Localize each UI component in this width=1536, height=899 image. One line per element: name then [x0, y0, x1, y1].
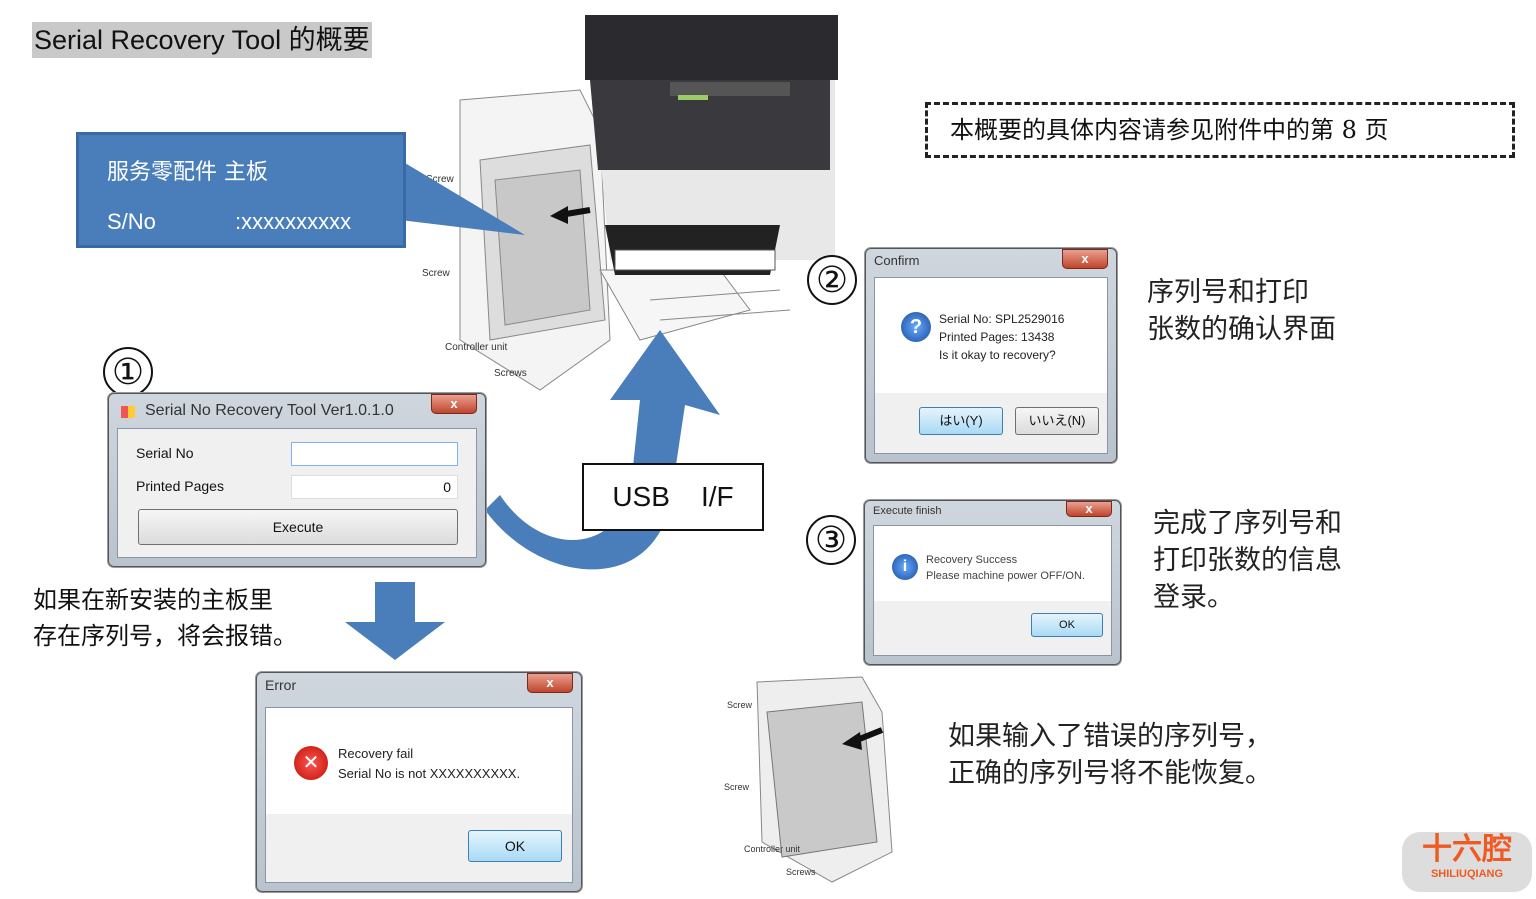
execute-finish-dialog: Execute finish x i Recovery Success Plea… — [864, 500, 1121, 665]
execute-button[interactable]: Execute — [138, 509, 458, 545]
finish-line-1: Recovery Success — [926, 554, 1018, 566]
question-icon: ? — [901, 312, 931, 342]
printed-pages-label: Printed Pages — [136, 478, 224, 494]
logo-text: 十六腔 — [1422, 832, 1512, 867]
desc-line: 完成了序列号和 — [1153, 508, 1342, 539]
close-button[interactable]: x — [1066, 501, 1112, 517]
desc-line: 序列号和打印 — [1147, 277, 1309, 308]
watermark-logo: 十六腔 SHILIUQIANG — [1402, 832, 1532, 892]
window-title: Serial No Recovery Tool Ver1.0.1.0 — [145, 402, 394, 419]
confirm-description: 序列号和打印 张数的确认界面 — [1147, 274, 1336, 348]
screw-label: Screw — [724, 782, 750, 792]
screws-label: Screws — [786, 867, 816, 877]
dialog-title: Execute finish — [873, 505, 942, 517]
no-button[interactable]: いいえ(N) — [1015, 407, 1099, 435]
app-icon — [121, 406, 135, 418]
usb-flow-arrow — [485, 330, 720, 570]
screws-label: Screws — [494, 368, 527, 379]
part-info-callout: 服务零配件 主板 S/No :xxxxxxxxxx — [76, 132, 406, 248]
ok-button[interactable]: OK — [1031, 613, 1103, 637]
finish-line-2: Please machine power OFF/ON. — [926, 570, 1085, 582]
serial-no-input[interactable] — [291, 442, 458, 466]
info-icon: i — [892, 554, 918, 580]
callout-pointer — [400, 160, 525, 235]
printed-pages-input[interactable]: 0 — [291, 475, 458, 499]
callout-part-label: 服务零配件 主板 — [107, 160, 268, 185]
usb-interface-label: USB I/F — [582, 463, 764, 531]
error-description: 如果在新安装的主板里 存在序列号，将会报错。 — [33, 582, 297, 654]
screw-label: Screw — [422, 268, 451, 279]
screw-label: Screw — [727, 700, 753, 710]
ok-button[interactable]: OK — [468, 830, 562, 862]
close-button[interactable]: x — [527, 673, 573, 693]
confirm-pages: Printed Pages: 13438 — [939, 330, 1055, 344]
error-icon: ✕ — [294, 746, 328, 780]
desc-line: 存在序列号，将会报错。 — [33, 622, 297, 650]
controller-unit-label: Controller unit — [445, 342, 507, 353]
error-line-1: Recovery fail — [338, 746, 414, 761]
close-button[interactable]: x — [431, 394, 477, 414]
yes-button[interactable]: はい(Y) — [919, 407, 1003, 435]
serial-no-label: Serial No — [136, 445, 194, 461]
reference-note: 本概要的具体内容请参见附件中的第 8 页 — [925, 102, 1515, 158]
dialog-title: Error — [265, 677, 297, 693]
close-button[interactable]: x — [1062, 249, 1108, 269]
printer-diagram: Screw Screw Controller unit Screws — [422, 15, 838, 391]
dialog-title: Confirm — [874, 253, 920, 268]
controller-unit-label: Controller unit — [744, 844, 801, 854]
finish-description: 完成了序列号和 打印张数的信息 登录。 — [1153, 505, 1342, 616]
desc-line: 登录。 — [1153, 582, 1234, 613]
confirm-dialog: Confirm x ? Serial No: SPL2529016 Printe… — [865, 248, 1117, 463]
confirm-serial: Serial No: SPL2529016 — [939, 312, 1065, 326]
step-2-marker: ② — [807, 255, 857, 305]
confirm-question: Is it okay to recovery? — [939, 348, 1056, 362]
step-3-marker: ③ — [806, 515, 856, 565]
desc-line: 正确的序列号将不能恢复。 — [948, 758, 1272, 789]
desc-line: 张数的确认界面 — [1147, 314, 1336, 345]
logo-subtext: SHILIUQIANG — [1430, 868, 1504, 880]
desc-line: 如果输入了错误的序列号， — [948, 721, 1272, 752]
step-1-marker: ① — [103, 347, 153, 397]
callout-sn-label: S/No — [107, 209, 156, 234]
error-line-2: Serial No is not XXXXXXXXXX. — [338, 766, 521, 781]
error-dialog: Error x ✕ Recovery fail Serial No is not… — [256, 672, 582, 892]
wrong-serial-warning: 如果输入了错误的序列号， 正确的序列号将不能恢复。 — [948, 718, 1272, 792]
screw-label: Screw — [426, 174, 455, 185]
down-arrow — [345, 582, 445, 660]
recovery-tool-window: Serial No Recovery Tool Ver1.0.1.0 x Ser… — [108, 393, 486, 567]
desc-line: 如果在新安装的主板里 — [33, 586, 273, 614]
page-title: Serial Recovery Tool 的概要 — [32, 22, 372, 58]
callout-sn-value: :xxxxxxxxxx — [235, 209, 352, 234]
controller-diagram: Screw Screw Controller unit Screws — [724, 676, 893, 883]
desc-line: 打印张数的信息 — [1153, 545, 1342, 576]
